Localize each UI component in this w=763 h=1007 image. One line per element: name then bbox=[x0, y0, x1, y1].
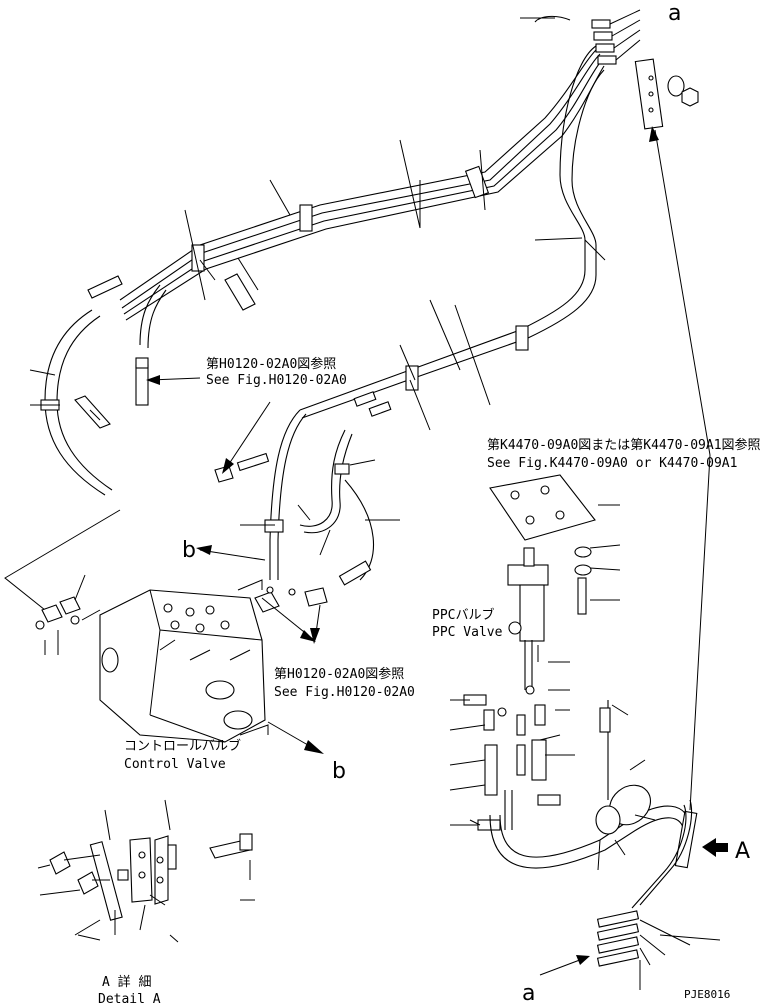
detail-a-en-label: Detail A bbox=[98, 992, 161, 1007]
detail-a-assembly bbox=[37, 799, 255, 943]
detail-a-jp-label: A 詳 細 bbox=[102, 974, 151, 990]
fig-ref-h-en-2: See Fig.H0120-02A0 bbox=[274, 685, 415, 700]
control-valve-en-label: Control Valve bbox=[124, 757, 226, 772]
drawing-code: PJE8016 bbox=[684, 988, 730, 1001]
ref-b-left-label: b bbox=[182, 538, 196, 563]
fig-ref-h-en-1: See Fig.H0120-02A0 bbox=[206, 373, 347, 388]
ppc-valve-en-label: PPC Valve bbox=[432, 625, 503, 640]
control-valve-assembly bbox=[4, 375, 400, 754]
fig-ref-h-jp-2: 第H0120-02A0図参照 bbox=[274, 666, 404, 682]
ref-A-label: A bbox=[735, 839, 750, 864]
upper-pipe-bundle bbox=[29, 9, 699, 496]
fig-ref-h-jp-1: 第H0120-02A0図参照 bbox=[206, 356, 336, 372]
ref-a-top-label: a bbox=[668, 1, 681, 26]
ppc-valve-jp-label: PPCバルブ bbox=[432, 607, 494, 623]
ref-a-bottom-label: a bbox=[522, 981, 535, 1006]
ppc-valve-assembly bbox=[449, 126, 728, 990]
control-valve-jp-label: コントロールバルブ bbox=[124, 738, 241, 754]
fig-ref-k-jp: 第K4470-09A0図または第K4470-09A1図参照 bbox=[487, 437, 761, 453]
labels: a a b b A 第H0120-02A0図参照 See Fig.H0120-0… bbox=[98, 1, 761, 1007]
fig-ref-k-en: See Fig.K4470-09A0 or K4470-09A1 bbox=[487, 456, 737, 471]
ref-b-right-label: b bbox=[332, 759, 346, 784]
